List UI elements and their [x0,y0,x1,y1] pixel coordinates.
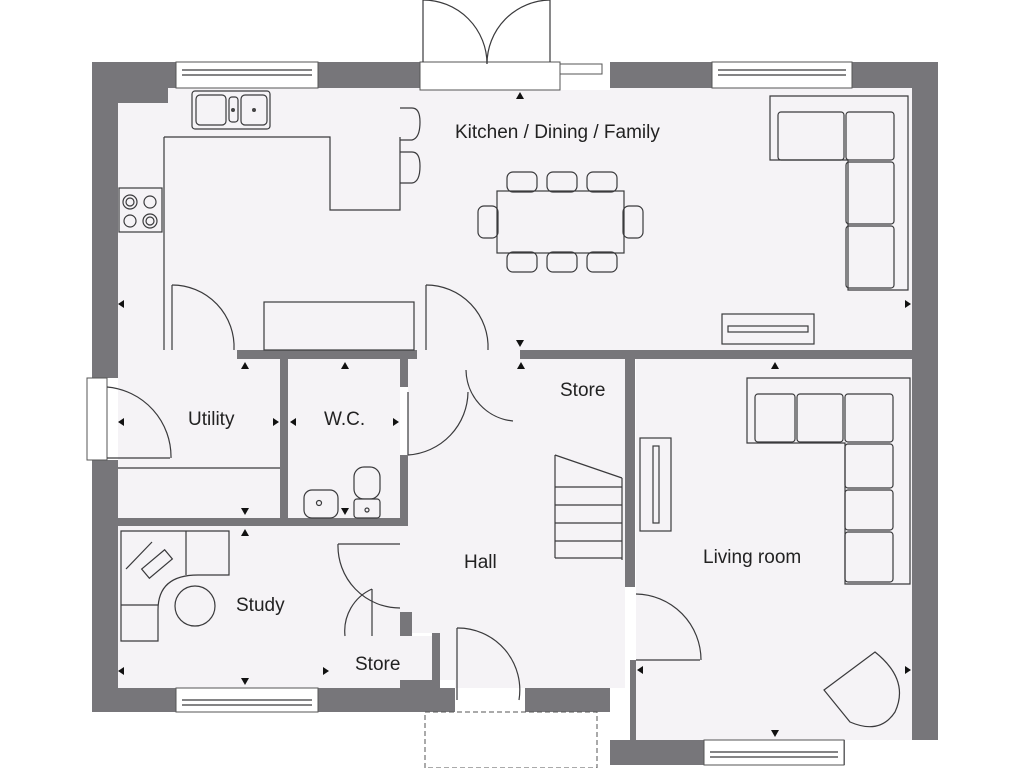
bar-stools-icon [400,107,421,184]
living-furniture [639,377,911,728]
toilet-icon [353,466,381,519]
room-label-wc: W.C. [324,409,366,430]
study-furniture [120,530,230,642]
doors [106,0,702,768]
corner-sofa-kitchen-icon [769,95,909,291]
dimension-markers [118,92,911,737]
room-label-kitchen: Kitchen / Dining / Family [455,122,660,143]
wc-basin-icon [303,489,339,519]
room-label-store-lower: Store [355,654,401,675]
sink-icon [191,90,271,130]
corner-sofa-living-icon [746,377,911,585]
hob-icon [118,187,163,233]
armchair-icon [823,651,901,728]
staircase-icon [554,454,623,560]
room-label-utility: Utility [188,409,235,430]
sideboard-icon [263,301,415,351]
keyboard-icon [125,541,174,580]
room-label-study: Study [236,595,285,616]
windows [86,61,853,766]
tv-unit-living-icon [639,437,672,532]
kitchen-furniture [118,90,909,351]
room-label-hall: Hall [464,552,497,573]
office-chair-icon [174,585,216,627]
room-label-living: Living room [703,547,802,568]
room-label-store-upper: Store [560,380,606,401]
walls [92,62,938,765]
utility-wc-furniture [118,466,381,519]
tv-unit-kitchen-icon [721,313,815,345]
dining-table-icon [477,171,644,273]
